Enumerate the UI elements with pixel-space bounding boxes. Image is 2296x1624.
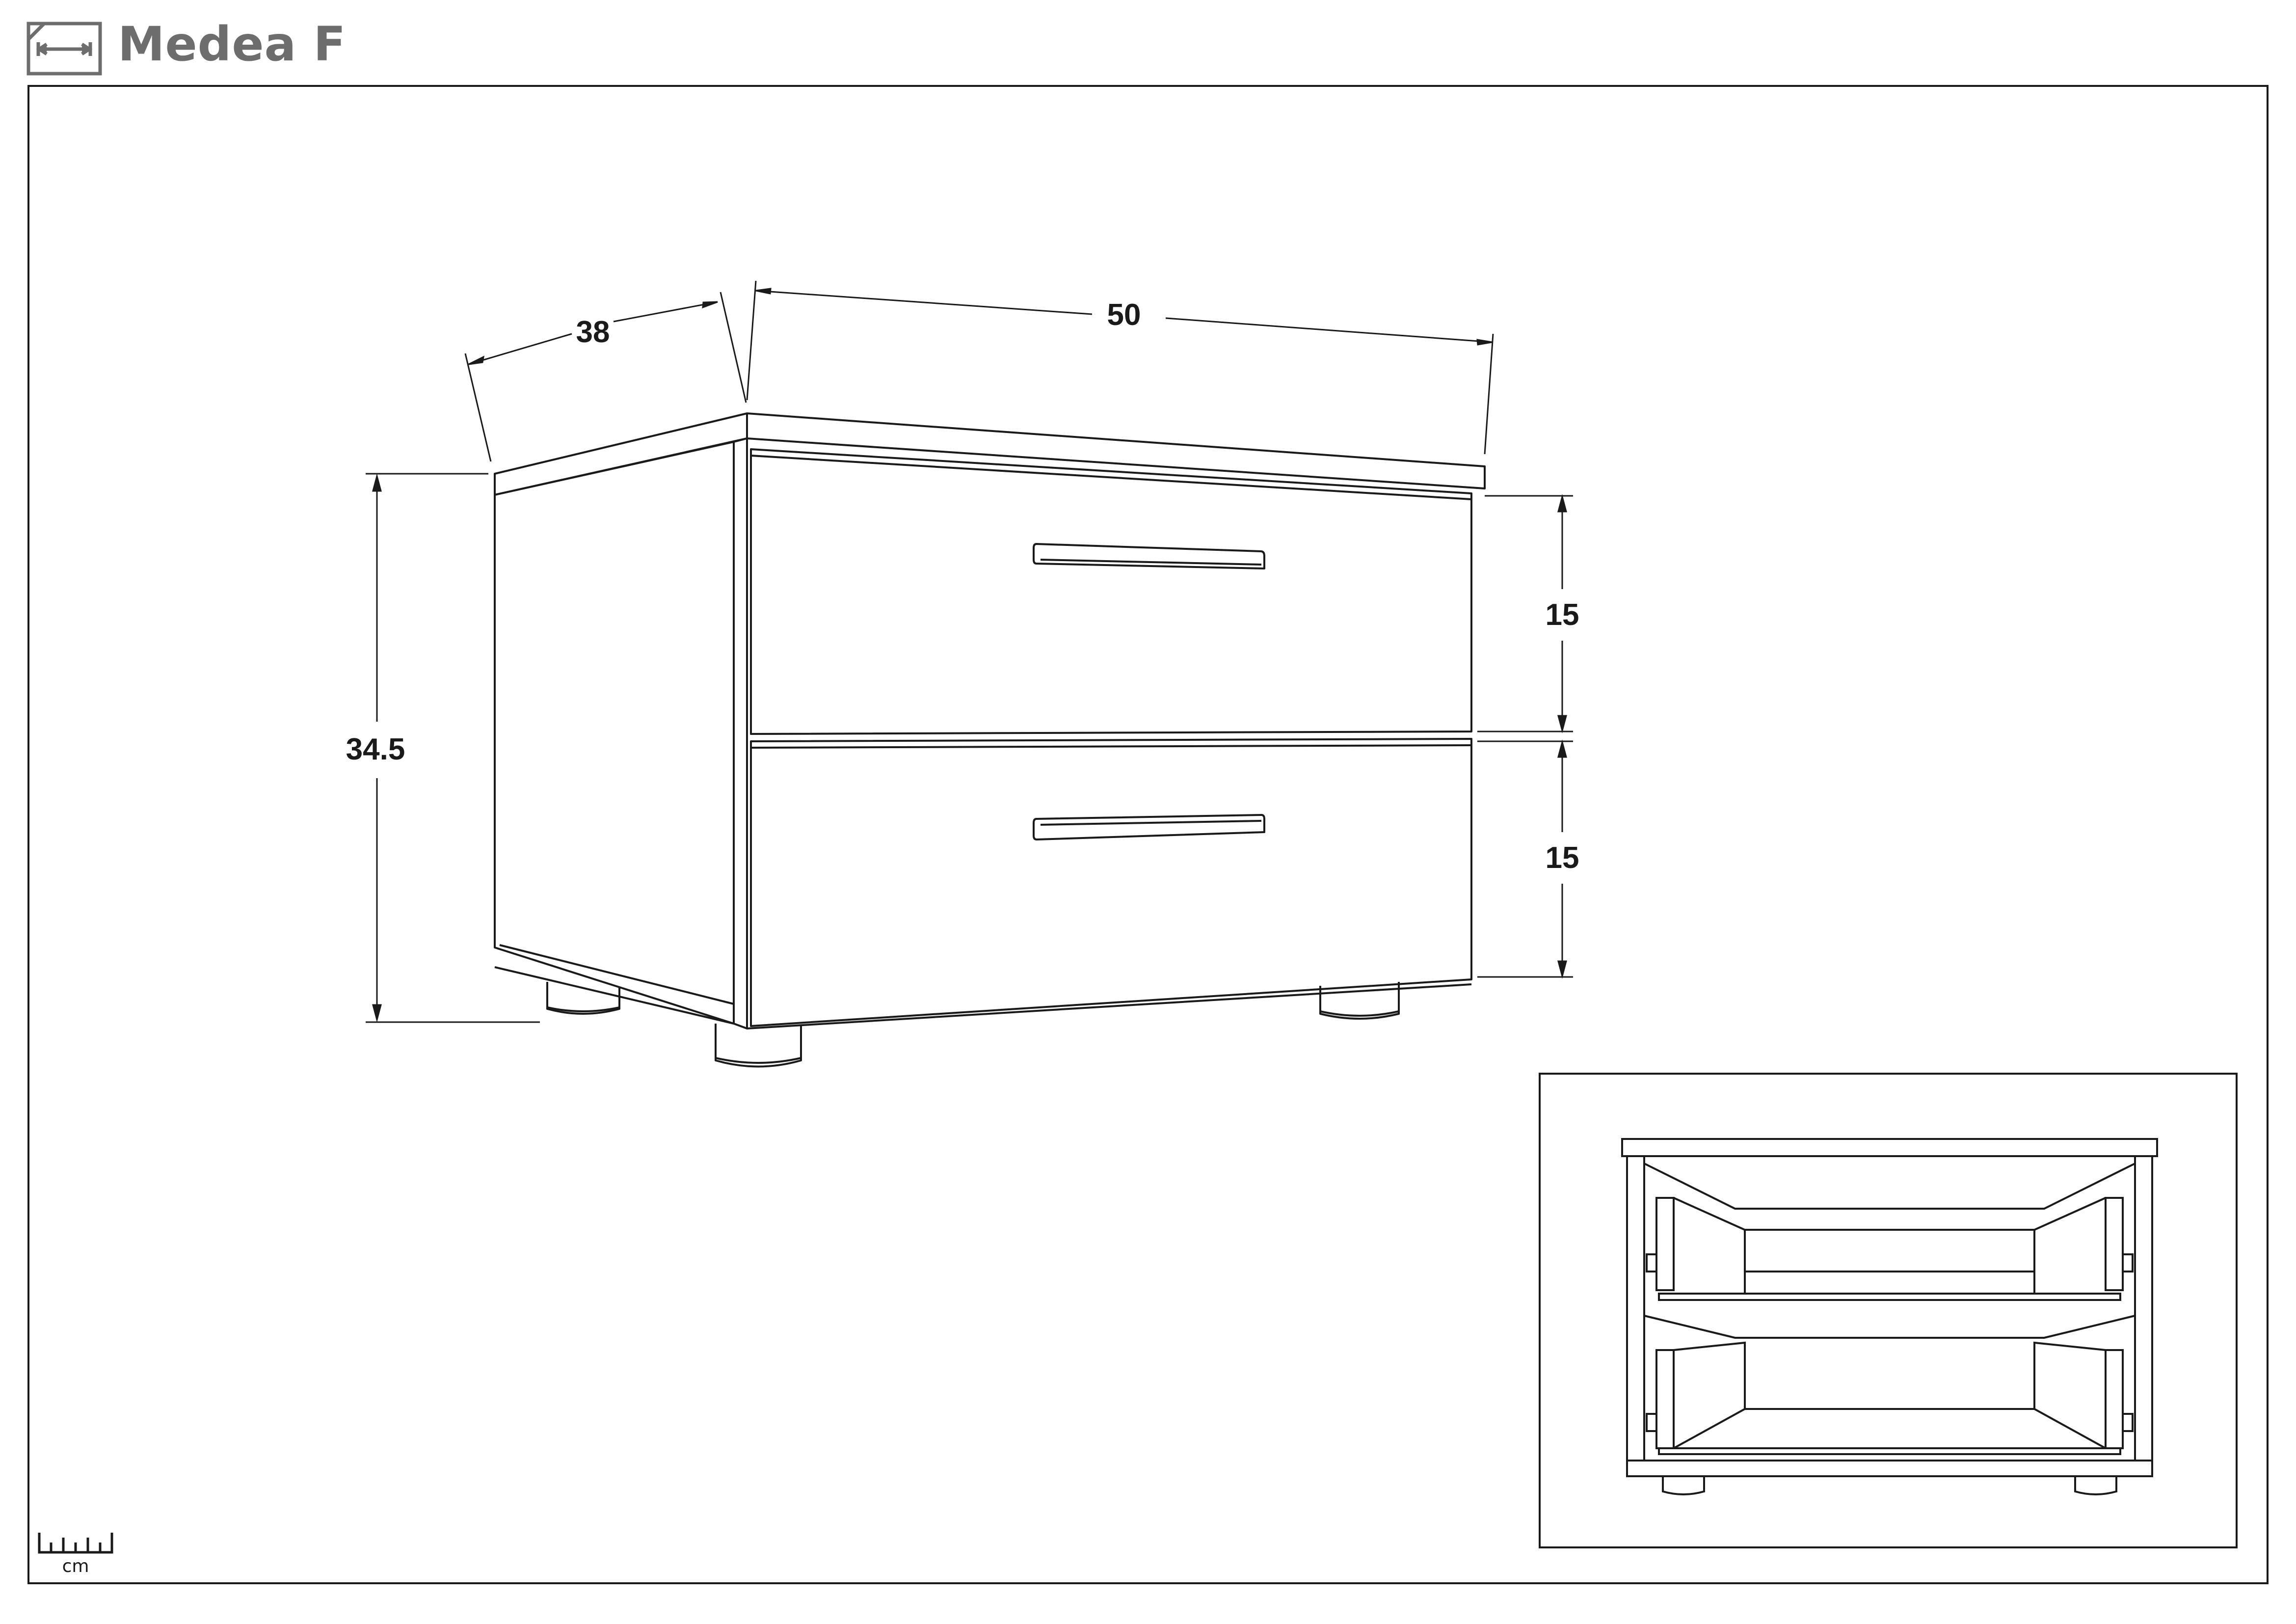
dimension-drawer-top: 15 [1546,598,1579,632]
feet [546,982,1400,1068]
dimension-document-icon [27,22,102,76]
dimension-depth: 38 [576,315,610,349]
dimension-height: 34.5 [346,732,405,766]
sheet-frame [27,85,2269,1584]
page-title: Medea F [118,17,347,72]
dimension-width: 50 [1107,298,1141,332]
inset-front-view [1539,1073,2238,1548]
handle-top [1033,543,1265,569]
inset-frame [1539,1073,2238,1548]
front-frame [733,437,748,1029]
side-panel [494,441,735,1025]
nightstand-isometric-view [494,412,1486,1068]
ruler-icon [38,1533,113,1554]
drawer-top [750,448,1472,735]
drawer-bottom [750,738,1472,1027]
dimension-lines [366,280,1573,1023]
scale-unit: cm [62,1556,89,1576]
dimension-drawer-bottom: 15 [1546,841,1579,875]
